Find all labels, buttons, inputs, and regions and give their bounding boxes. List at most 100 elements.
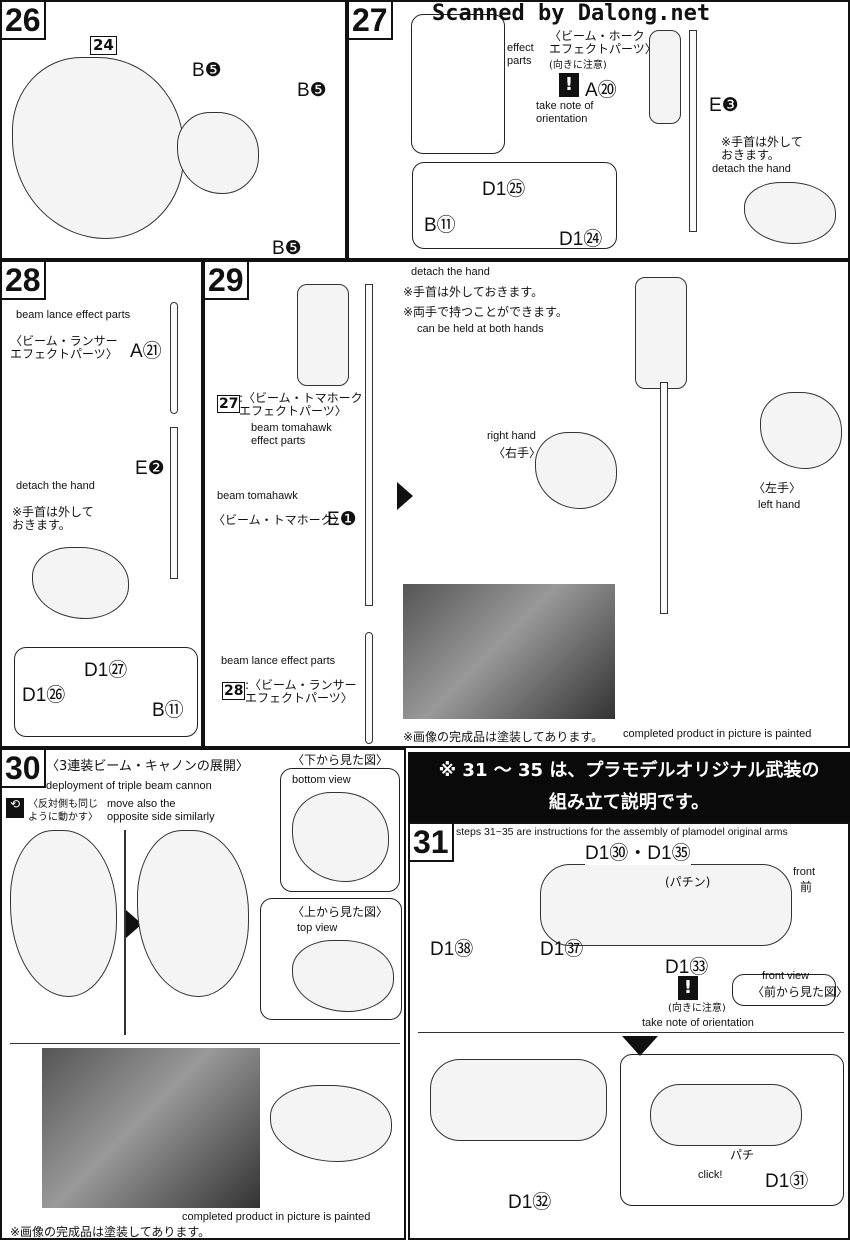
caution-jp: (向きに注意) [549, 60, 607, 71]
weapon-handle-drawing [365, 284, 373, 606]
left-hand-jp: 〈左手〉 [753, 481, 802, 495]
step-27-panel: 27 〈ビーム・ホーク エフェクトパーツ〉 effect parts (向きに注… [347, 0, 850, 260]
front-view-bubble [732, 974, 836, 1006]
part-label: D1㊲ [540, 939, 584, 960]
top-view-drawing [292, 940, 394, 1012]
arm-drawing [32, 547, 129, 619]
bottom-view-en: bottom view [292, 774, 351, 787]
step-28-panel: 28 beam lance effect parts 〈ビーム・ランサー エフェ… [0, 260, 203, 748]
part-label: B⑪ [424, 215, 456, 236]
click-jp: (パチン) [665, 875, 711, 889]
down-arrow-icon [622, 1036, 658, 1056]
next-arrow-icon [397, 482, 413, 510]
part-label: B❺ [297, 80, 327, 101]
step-29-panel: 29 27 :〈ビーム・トマホーク エフェクトパーツ〉 beam tomahaw… [203, 260, 850, 748]
part-label: E❸ [709, 95, 739, 116]
detach-hand-jp: ※手首は外して おきます。 [12, 505, 94, 532]
effect-parts-en: effect parts [507, 42, 534, 67]
step-number: 27 [349, 2, 393, 40]
part-label: B⑪ [152, 700, 184, 721]
right-arm-drawing [535, 432, 617, 509]
lance-effect-jp: 〈ビーム・ランサー エフェクトパーツ〉 [10, 334, 118, 361]
top-view-bubble [260, 898, 402, 1020]
bottom-view-jp: 〈下から見た図〉 [292, 753, 389, 767]
weapon-handle-drawing [660, 382, 668, 614]
part-label: B❺ [192, 60, 222, 81]
step-title-jp: 〈3連装ビーム・キャノンの展開〉 [46, 759, 249, 774]
lance-handle-drawing [170, 427, 178, 579]
banner-line-1: ※ 31 〜 35 は、プラモデルオリジナル武装の [438, 760, 820, 781]
hand-parts-bubble [412, 162, 617, 249]
tomahawk-effect-drawing [297, 284, 349, 386]
lance-effect-drawing [365, 632, 373, 744]
divider [124, 830, 126, 1035]
front-jp: 前 [800, 880, 813, 894]
part-label: D1㉗ [84, 660, 128, 681]
arm-drawing [744, 182, 836, 244]
lance-effect-jp: :〈ビーム・ランサー エフェクトパーツ〉 [245, 678, 357, 705]
caution-icon: ! [559, 73, 579, 97]
effect-parts-jp: 〈ビーム・ホーク エフェクトパーツ〉 [549, 29, 657, 56]
right-hand-jp: 〈右手〉 [493, 446, 542, 460]
rifle-detail-drawing [650, 1084, 802, 1146]
caution-en: take note of orientation [642, 1017, 754, 1029]
opposite-side-icon: ⟲ [6, 798, 24, 818]
part-label: D1㉚・D1㉟ [585, 838, 691, 865]
step-31-panel: 31 steps 31~35 are instructions for the … [408, 822, 850, 1240]
detach-hand-jp: ※手首は外しておきます。 [403, 285, 544, 299]
part-label: D1㉔ [559, 229, 603, 250]
click-en: click! [698, 1169, 723, 1181]
step-number: 29 [205, 262, 249, 300]
mobile-suit-drawing [12, 57, 184, 239]
painted-note-en: completed product in picture is painted [182, 1211, 371, 1223]
detach-hand-en: detach the hand [712, 163, 791, 175]
step-26-panel: 26 24 B❺ B❺ B❺ [0, 0, 347, 260]
top-view-en: top view [297, 922, 338, 934]
lance-effect-en: beam lance effect parts [16, 309, 131, 321]
reference-step: 28 [222, 682, 246, 700]
painted-note-jp: ※画像の完成品は塗装してあります。 [10, 1225, 211, 1239]
divider [418, 1032, 844, 1033]
completed-product-photo [42, 1048, 260, 1208]
detach-hand-en: detach the hand [16, 480, 95, 492]
step-number: 28 [2, 262, 46, 300]
caution-en: take note of orientation [536, 100, 594, 125]
shoulder-part-drawing [177, 112, 259, 194]
caution-jp: (向きに注意) [668, 1003, 726, 1014]
painted-note-jp: ※画像の完成品は塗装してあります。 [403, 730, 604, 744]
tomahawk-effect-en: beam tomahawk effect parts [251, 422, 332, 447]
front-en: front [793, 866, 816, 878]
part-label: D1㉛ [765, 1171, 809, 1192]
part-label: D1㉖ [22, 685, 66, 706]
reference-step: 24 [90, 36, 117, 55]
watermark: Scanned by Dalong.net [432, 1, 711, 26]
painted-note-en: completed product in picture is painted [623, 728, 812, 740]
tomahawk-jp: 〈ビーム・トマホーク〉 [213, 513, 345, 527]
rifle-drawing [540, 864, 792, 946]
detach-hand-jp: ※手首は外して おきます。 [721, 135, 803, 162]
step-number: 26 [2, 2, 46, 40]
both-hands-jp: ※両手で持つことができます。 [403, 305, 568, 319]
front-view-jp: 〈前から見た図〉 [752, 985, 849, 999]
detail-bubble [620, 1054, 844, 1206]
original-arms-banner: ※ 31 〜 35 は、プラモデルオリジナル武装の 組み立て説明です。 [408, 752, 850, 822]
top-view-jp: 〈上から見た図〉 [292, 905, 389, 919]
both-hands-en: can be held at both hands [417, 323, 544, 335]
tomahawk-effect-drawing [649, 30, 681, 124]
opposite-side-en: move also the opposite side similarly [107, 798, 215, 823]
opposite-side-jp: 〈反対側も同じ ように動かす〉 [28, 799, 98, 823]
part-label: D1㉕ [482, 179, 526, 200]
front-view-en: front view [762, 970, 810, 982]
arms-note-en: steps 31~35 are instructions for the ass… [456, 826, 788, 838]
part-label: D1㉝ [665, 957, 709, 978]
step-number: 31 [410, 824, 454, 862]
detach-hand-en: detach the hand [411, 266, 490, 278]
part-label: D1㊳ [430, 939, 474, 960]
right-hand-en: right hand [487, 430, 536, 442]
left-arm-drawing [760, 392, 842, 469]
part-label: E❷ [135, 458, 165, 479]
part-label: E❶ [327, 509, 357, 530]
effect-part-detail-bubble [411, 14, 505, 154]
part-label: D1㉜ [508, 1192, 552, 1213]
completed-product-photo [403, 584, 615, 719]
